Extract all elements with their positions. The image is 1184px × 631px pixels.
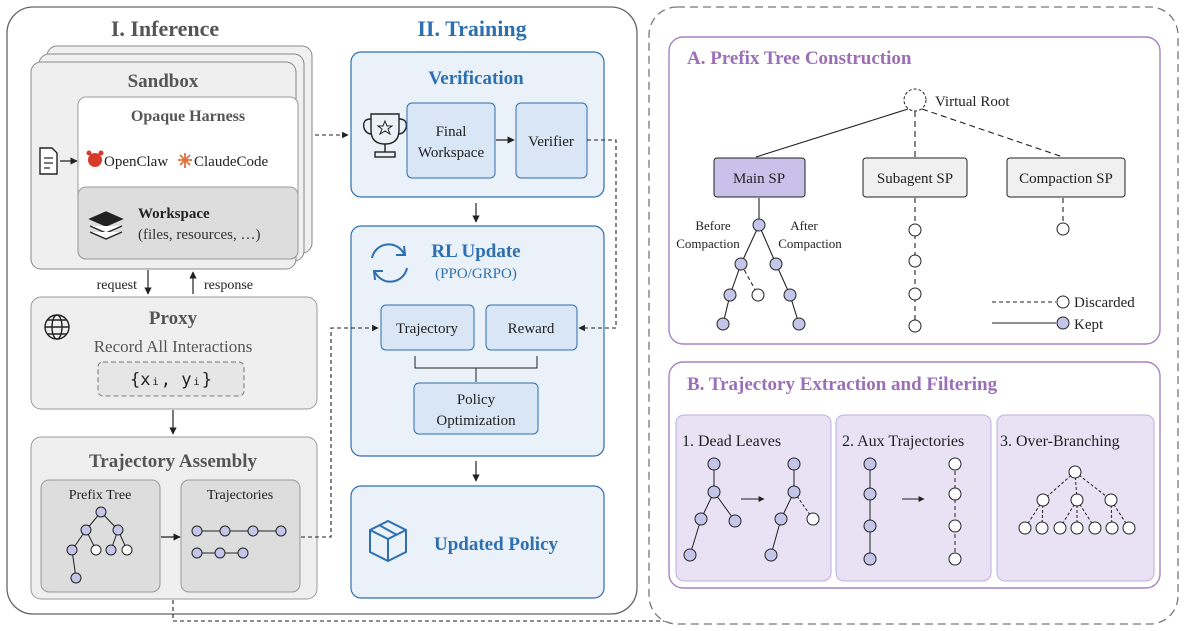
sandbox-title: Sandbox [128,71,199,92]
prefix-tree-title: A. Prefix Tree Construction [687,48,912,69]
subagent-sp-label: Subagent SP [877,171,953,187]
verifier-label: Verifier [528,134,574,150]
before-compaction-line2: Compaction [676,236,740,251]
proxy-formula-box [97,361,245,397]
workspace-subtitle: (files, resources, …) [138,227,260,243]
dead-leaves-label: 1. Dead Leaves [682,433,781,450]
response-label: response [204,278,253,293]
prefix-tree-label: Prefix Tree [69,488,132,503]
assembly-to-trajectory-arrow [301,324,379,538]
prefix-tree-box [40,479,161,593]
training-title: II. Training [417,16,526,41]
verification-title: Verification [428,68,524,89]
main-sp-label: Main SP [733,171,785,187]
updated-policy-box [350,485,605,599]
main-sp-box [713,157,806,198]
over-branching-label: 3. Over-Branching [1000,433,1120,450]
request-label: request [97,278,138,293]
proxy-formula: {xᵢ, yᵢ} [130,370,212,390]
trajectories-label: Trajectories [207,488,273,503]
trophy-icon [362,113,408,158]
layers-icon [88,211,124,240]
inference-title: I. Inference [111,16,220,41]
after-compaction-line1: After [790,218,818,233]
openclaw-label: OpenClaw [104,154,168,170]
rl-update-subtitle: (PPO/GRPO) [435,266,517,282]
legend-kept: Kept [1074,317,1104,333]
mini-trajectories [191,525,287,559]
trajectories-box [180,479,301,593]
verifier-to-reward-arrow [578,139,617,332]
extraction-title: B. Trajectory Extraction and Filtering [687,374,998,395]
rl-reward-box [485,304,578,351]
policy-optimization-box [413,382,539,435]
trajectory-assembly-title: Trajectory Assembly [89,451,257,472]
updated-policy-label: Updated Policy [434,534,559,555]
rl-trajectory-box [380,304,475,351]
openclaw-icon [86,150,104,167]
final-workspace-line2: Workspace [418,145,485,161]
compaction-sp-box [1006,157,1126,198]
proxy-title: Proxy [149,308,198,329]
opaque-harness-title: Opaque Harness [131,108,245,125]
aux-trajectories-graphic [863,457,962,566]
claudecode-label: ClaudeCode [194,154,268,170]
subagent-sp-box [862,157,968,198]
claudecode-icon [178,153,192,168]
rl-merge-bracket [414,356,538,382]
workspace-title: Workspace [138,206,210,222]
final-workspace-line1: Final [436,124,467,140]
legend-discarded: Discarded [1074,295,1135,311]
final-workspace-box [406,102,496,179]
prefix-tree-graph: Virtual Root Main SP Subagent SP Compact… [676,88,1135,333]
after-compaction-line2: Compaction [778,236,842,251]
before-compaction-line1: Before [695,218,731,233]
policy-optimization-line1: Policy [457,392,496,408]
globe-icon [44,314,70,340]
proxy-subtitle: Record All Interactions [94,337,253,356]
rl-update-title: RL Update [431,241,520,262]
rl-reward-label: Reward [508,321,555,337]
document-icon [39,147,58,175]
cube-icon [369,519,407,563]
aux-trajectories-label: 2. Aux Trajectories [842,433,964,450]
policy-optimization-line2: Optimization [436,413,516,429]
dead-leaves-box [675,414,832,582]
rl-trajectory-label: Trajectory [396,321,458,337]
dead-leaves-graphic [683,457,820,562]
mini-prefix-tree [66,506,133,584]
compaction-sp-label: Compaction SP [1019,171,1113,187]
workspace-box [77,186,299,260]
virtual-root-label: Virtual Root [935,94,1010,110]
refresh-icon [371,243,408,283]
aux-trajectories-box [835,414,992,582]
